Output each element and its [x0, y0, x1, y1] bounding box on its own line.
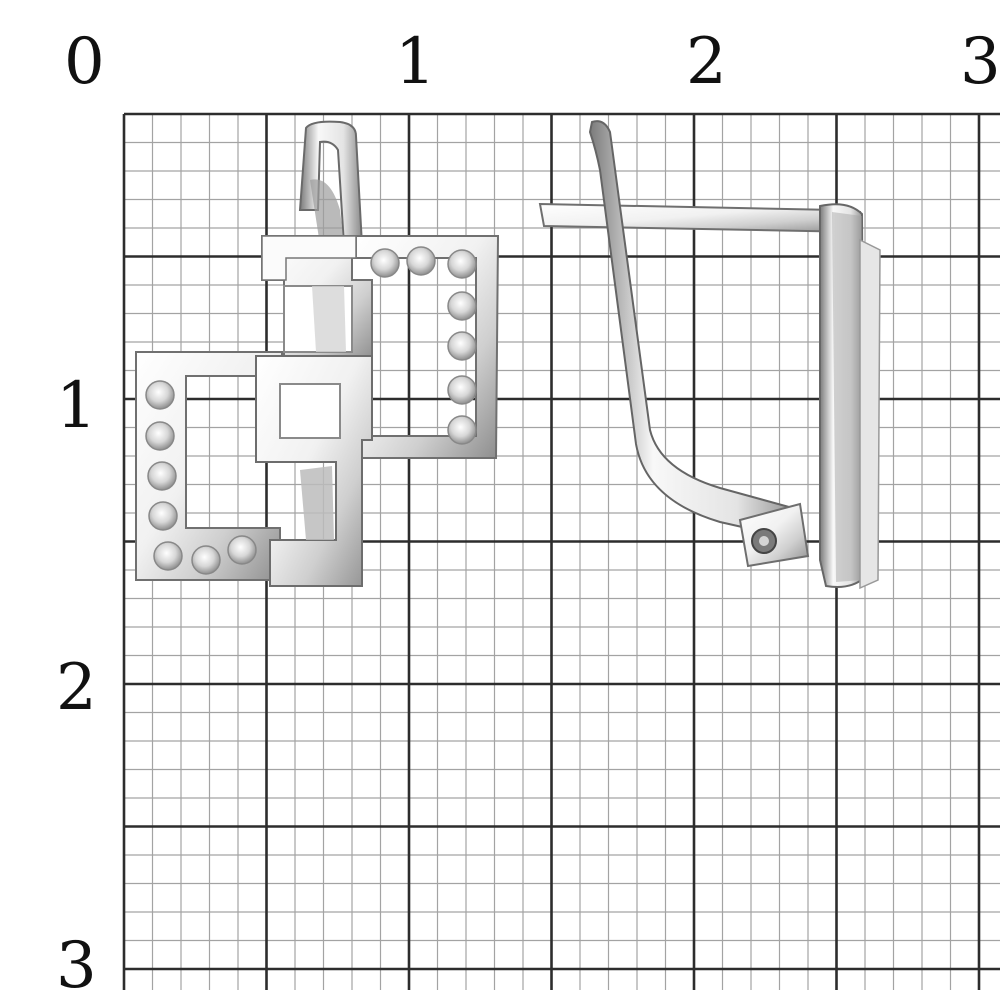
x-tick-2: 2 — [686, 25, 727, 99]
x-tick-0: 0 — [64, 25, 105, 99]
y-tick-3: 3 — [56, 929, 97, 1003]
x-tick-3: 3 — [960, 25, 1000, 99]
x-tick-1: 1 — [395, 25, 436, 99]
y-tick-2: 2 — [56, 651, 97, 725]
y-tick-1: 1 — [56, 369, 97, 443]
